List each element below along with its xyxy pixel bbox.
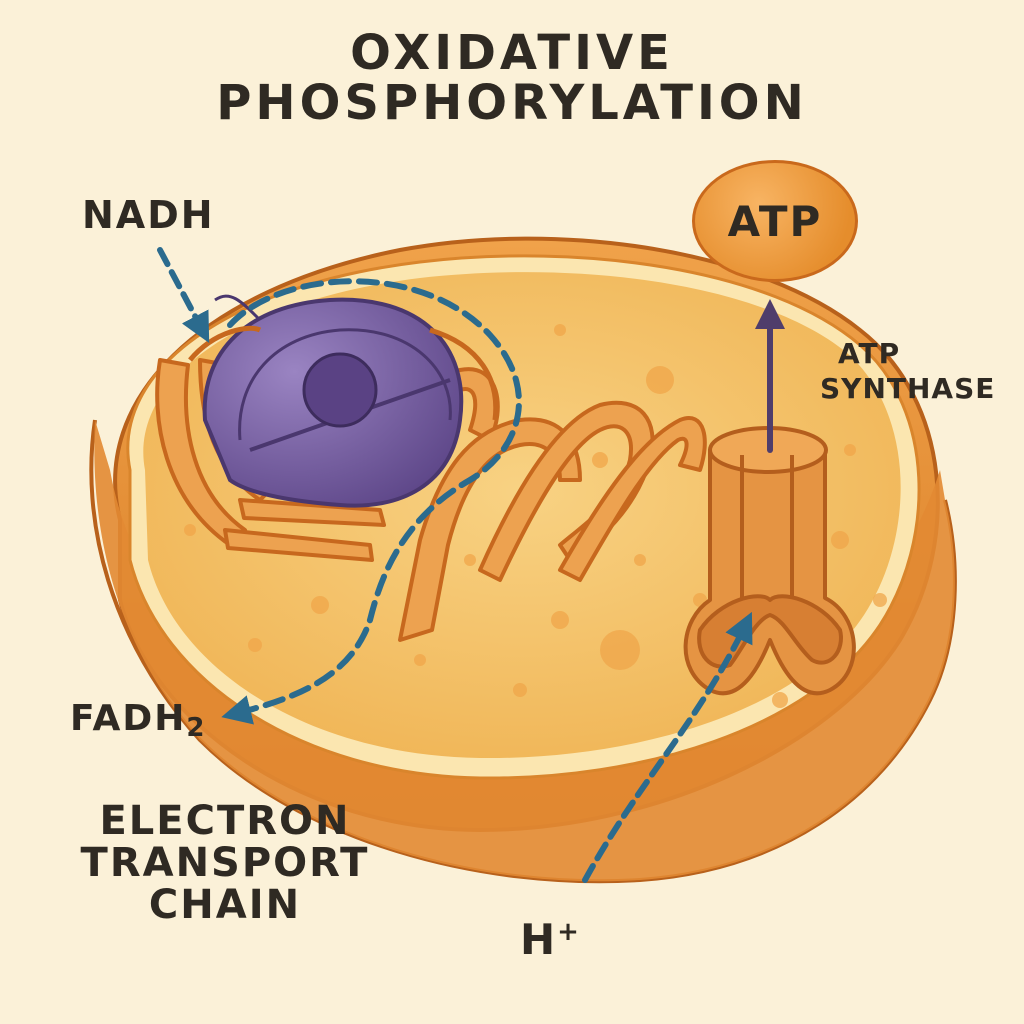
title-line-2: PHOSPHORYLATION [216, 75, 808, 132]
atp-synthase-line-1: ATP [838, 337, 901, 370]
electron-transport-chain-label: ELECTRON TRANSPORT CHAIN [70, 800, 380, 926]
etc-line-3: CHAIN [148, 882, 302, 928]
nadh-label: NADH [82, 193, 215, 237]
purple-structure [202, 294, 464, 508]
proton-label: H+ [520, 915, 581, 964]
fadh2-label: FADH2 [70, 700, 204, 742]
purple-outer-folds [188, 325, 499, 421]
matrix-granules [184, 324, 887, 708]
proton-charge: + [557, 917, 581, 947]
proton-base: H [520, 915, 558, 964]
electron-path-arrow [221, 278, 522, 725]
atp-synthase-label: ATP SYNTHASE [820, 336, 995, 406]
etc-line-1: ELECTRON [99, 798, 351, 844]
title-line-1: OXIDATIVE [350, 25, 674, 81]
nadh-arrow [157, 247, 210, 343]
diagram-title: OXIDATIVE PHOSPHORYLATION [0, 28, 1024, 129]
fadh2-subscript: 2 [186, 713, 205, 743]
etc-line-2: TRANSPORT [80, 840, 370, 886]
fadh2-base: FADH [70, 698, 187, 739]
proton-arrow [582, 611, 753, 883]
atp-label: ATP [727, 196, 823, 246]
atp-molecule: ATP [692, 160, 858, 282]
atp-synthase-line-2: SYNTHASE [820, 372, 996, 405]
